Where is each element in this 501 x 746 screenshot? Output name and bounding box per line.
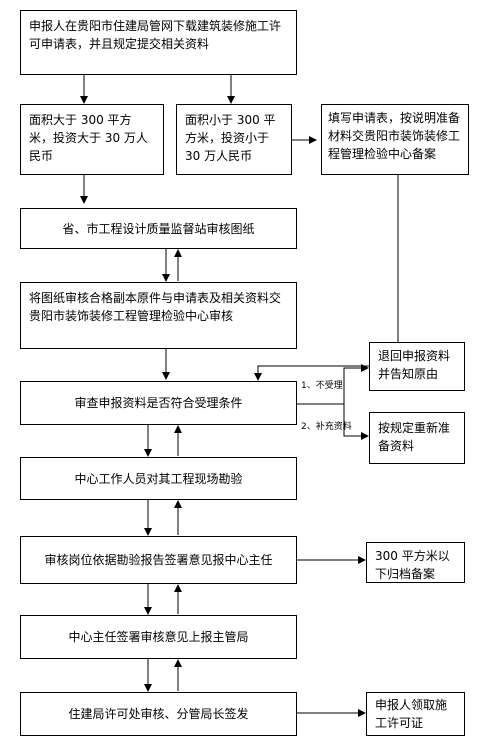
step-download-form: 申报人在贵阳市住建局管网下载建筑装修施工许可申请表，并且规定提交相关资料 <box>20 10 297 75</box>
label-supplement: 2、补充资料 <box>301 422 352 432</box>
step-drawing-review-text: 省、市工程设计质量监督站审核图纸 <box>62 221 255 236</box>
step-download-form-text: 申报人在贵阳市住建局管网下载建筑装修施工许可申请表，并且规定提交相关资料 <box>29 19 282 51</box>
outcome-collect-permit: 申报人领取施工许可证 <box>366 692 465 736</box>
outcome-archive-small-text: 300 平方米以下归档备案 <box>375 549 450 581</box>
outcome-archive-small: 300 平方米以下归档备案 <box>366 542 465 583</box>
outcome-collect-permit-text: 申报人领取施工许可证 <box>375 698 448 730</box>
step-area-large: 面积大于 300 平方米，投资大于 30 万人民币 <box>20 104 164 175</box>
step-fill-form-text: 填写申请表，按说明准备材料交贵阳市装饰装修工程管理检验中心备案 <box>328 111 461 161</box>
outcome-return-materials: 退回申报资料并告知原由 <box>369 342 465 391</box>
step-site-survey: 中心工作人员对其工程现场勘验 <box>20 457 297 500</box>
outcome-return-materials-text: 退回申报资料并告知原由 <box>378 349 451 381</box>
step-director-sign: 中心主任签署审核意见上报主管局 <box>20 615 297 659</box>
step-review-post: 审核岗位依据勘验报告签署意见报中心主任 <box>20 536 297 584</box>
step-area-large-text: 面积大于 300 平方米，投资大于 30 万人民币 <box>29 113 148 163</box>
step-fill-form: 填写申请表，按说明准备材料交贵阳市装饰装修工程管理检验中心备案 <box>321 104 469 175</box>
step-director-sign-text: 中心主任签署审核意见上报主管局 <box>68 630 249 644</box>
step-area-small-text: 面积小于 300 平方米，投资小于 30 万人民币 <box>185 113 276 163</box>
step-area-small: 面积小于 300 平方米，投资小于 30 万人民币 <box>176 104 292 175</box>
outcome-reprepare-text: 按规定重新准备资料 <box>378 421 451 453</box>
step-submit-center-text: 将图纸审核合格副本原件与申请表及相关资料交贵阳市装饰装修工程管理检验中心审核 <box>29 291 282 323</box>
step-bureau-approve-text: 住建局许可处审核、分管局长签发 <box>68 707 249 721</box>
step-check-conditions: 审查申报资料是否符合受理条件 <box>20 381 297 425</box>
label-not-accepted: 1、不受理 <box>301 381 343 391</box>
step-site-survey-text: 中心工作人员对其工程现场勘验 <box>74 471 243 486</box>
step-drawing-review: 省、市工程设计质量监督站审核图纸 <box>20 208 297 249</box>
step-bureau-approve: 住建局许可处审核、分管局长签发 <box>20 692 297 736</box>
step-review-post-text: 审核岗位依据勘验报告签署意见报中心主任 <box>44 553 273 567</box>
step-check-conditions-text: 审查申报资料是否符合受理条件 <box>74 396 243 410</box>
step-submit-center: 将图纸审核合格副本原件与申请表及相关资料交贵阳市装饰装修工程管理检验中心审核 <box>20 282 297 349</box>
outcome-reprepare: 按规定重新准备资料 <box>369 412 465 464</box>
